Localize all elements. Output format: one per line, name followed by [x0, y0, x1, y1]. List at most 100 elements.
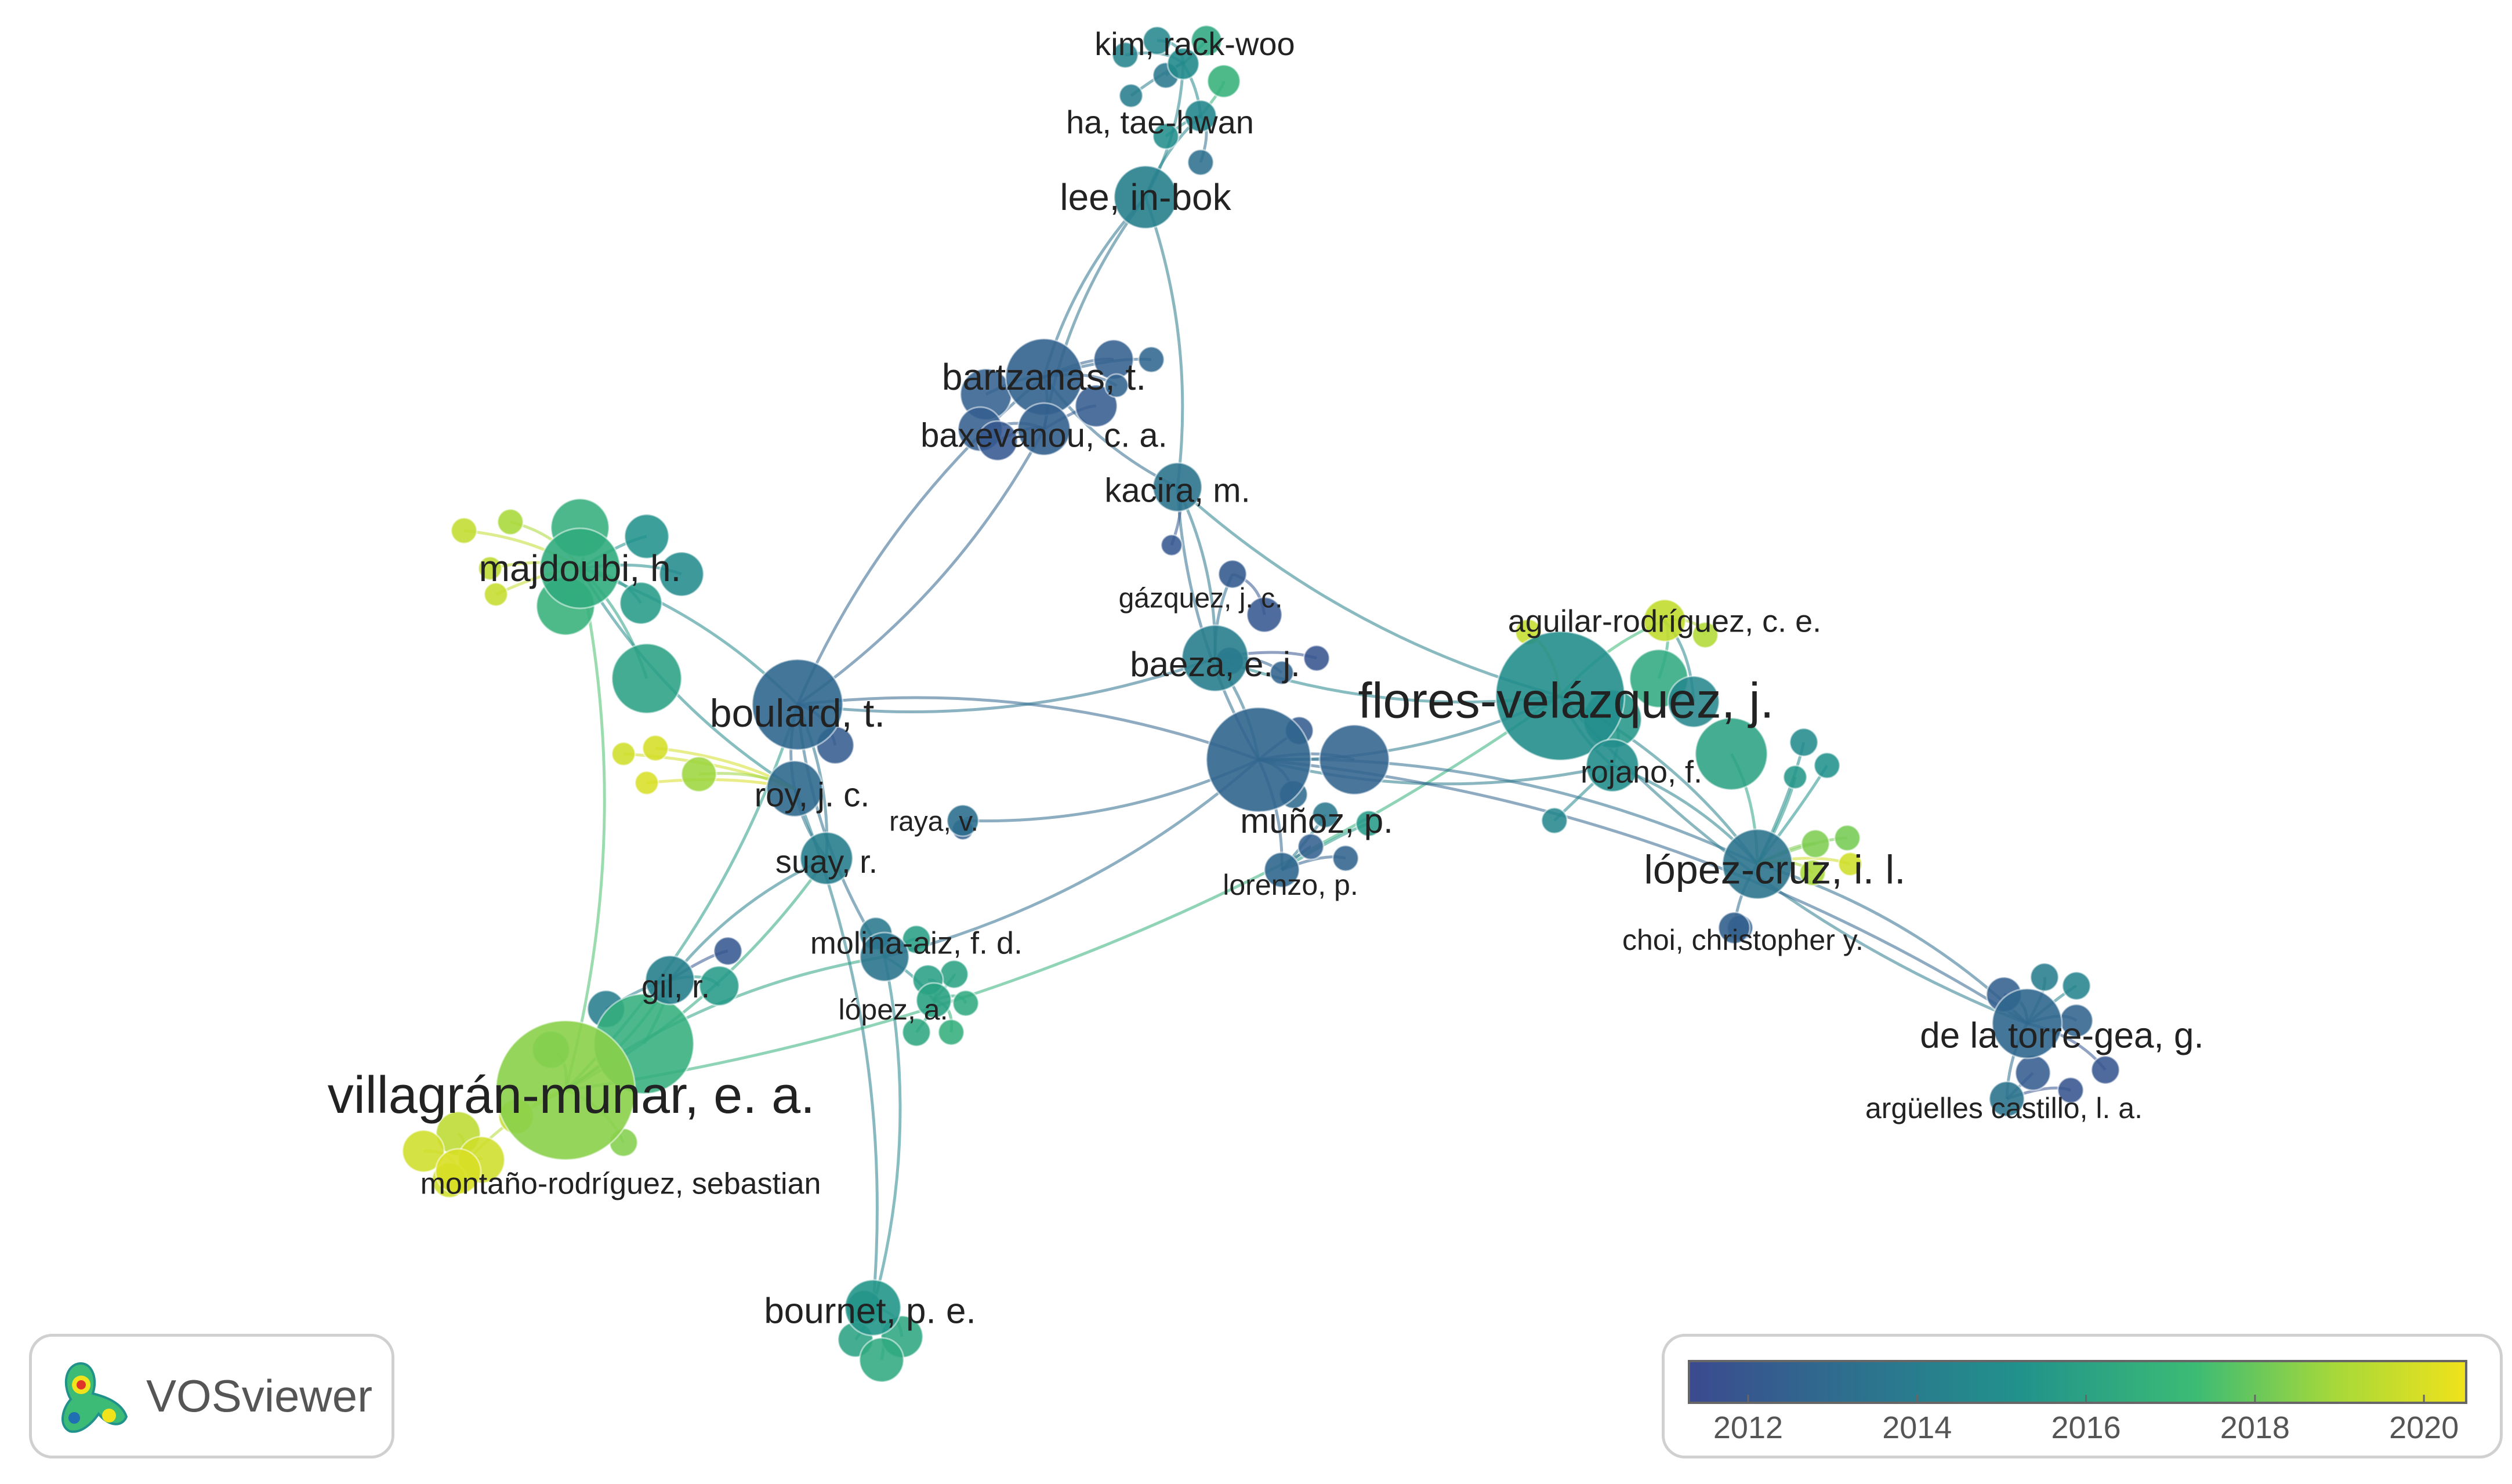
label-raya-v[interactable]: raya, v.	[889, 807, 978, 837]
label-villagran-munar-e-a[interactable]: villagrán-munar, e. a.	[328, 1066, 815, 1124]
label-lopez-cruz-i-l[interactable]: lópez-cruz, i. l.	[1644, 847, 1905, 892]
network-node[interactable]	[658, 551, 705, 597]
network-node[interactable]	[1800, 829, 1830, 859]
network-node[interactable]	[2061, 971, 2091, 1001]
network-node[interactable]	[1667, 675, 1720, 728]
network-node[interactable]	[1311, 801, 1339, 829]
network-node[interactable]	[1332, 844, 1360, 872]
network-node[interactable]	[1691, 621, 1719, 649]
node-baeza-e-j[interactable]	[1181, 624, 1249, 692]
network-node[interactable]	[1187, 148, 1215, 176]
node-munoz-p[interactable]	[1205, 706, 1312, 813]
network-node[interactable]	[713, 936, 743, 966]
label-bournet-p-e[interactable]: bournet, p. e.	[764, 1291, 976, 1331]
label-baeza-e-j[interactable]: baeza, e. j.	[1130, 645, 1300, 684]
network-node[interactable]	[1137, 346, 1165, 373]
network-node[interactable]	[1152, 122, 1180, 150]
network-node[interactable]	[2029, 962, 2060, 992]
network-node[interactable]	[1246, 596, 1283, 633]
label-majdoubi-h[interactable]: majdoubi, h.	[479, 547, 682, 589]
node-lee-in-bok[interactable]	[1113, 165, 1178, 230]
label-aguilar-rodriguez-c-e[interactable]: aguilar-rodríguez, c. e.	[1508, 604, 1821, 638]
network-node[interactable]	[1303, 644, 1331, 672]
label-roy-j-c[interactable]: roy, j. c.	[755, 776, 870, 814]
node-suay-r[interactable]	[799, 831, 854, 886]
node-boulard-t[interactable]	[751, 658, 844, 751]
network-node[interactable]	[477, 556, 503, 581]
network-node[interactable]	[858, 1337, 905, 1383]
network-node[interactable]	[2090, 1055, 2120, 1085]
network-node[interactable]	[1813, 752, 1841, 779]
network-node[interactable]	[1269, 660, 1295, 685]
node-kacira-m[interactable]	[1152, 462, 1203, 513]
network-node[interactable]	[952, 989, 980, 1017]
label-boulard-t[interactable]: boulard, t.	[710, 691, 885, 735]
node-baxevanou-c-a[interactable]	[1017, 402, 1071, 456]
network-node[interactable]	[1694, 717, 1768, 791]
node-raya-v[interactable]	[946, 804, 980, 837]
node-gazquez-j-c[interactable]	[1217, 559, 1248, 589]
label-montano-rodriguez-sebastian[interactable]: montaño-rodríguez, sebastian	[421, 1167, 821, 1201]
network-node[interactable]	[937, 1018, 965, 1046]
network-node[interactable]	[1318, 724, 1390, 796]
label-lorenzo-p[interactable]: lorenzo, p.	[1223, 869, 1358, 901]
network-node[interactable]	[1104, 373, 1129, 398]
label-suay-r[interactable]: suay, r.	[775, 843, 878, 880]
network-node[interactable]	[2014, 1054, 2051, 1091]
node-ha-tae-hwan[interactable]	[1184, 99, 1217, 133]
network-node[interactable]	[1118, 83, 1144, 108]
network-node[interactable]	[641, 734, 669, 762]
node-flores-velazquez-j[interactable]	[1495, 630, 1626, 761]
network-node[interactable]	[483, 582, 509, 607]
network-node[interactable]	[1111, 41, 1139, 69]
network-node[interactable]	[1074, 384, 1118, 428]
network-node[interactable]	[698, 965, 740, 1007]
node-majdoubi-h[interactable]	[539, 527, 621, 609]
node-villagran-munar-e-a[interactable]	[495, 1019, 636, 1161]
node-de-la-torre-gea-g[interactable]	[1991, 988, 2063, 1060]
label-gil-r[interactable]: gil, r.	[641, 968, 710, 1004]
node-gil-r[interactable]	[644, 955, 695, 1006]
network-node[interactable]	[1799, 859, 1826, 887]
network-node[interactable]	[1833, 824, 1861, 852]
label-flores-velazquez-j[interactable]: flores-velázquez, j.	[1358, 673, 1774, 729]
label-baxevanou-c-a[interactable]: baxevanou, c. a.	[920, 416, 1168, 454]
label-choi-christopher-y[interactable]: choi, christopher y.	[1622, 924, 1864, 956]
label-lee-in-bok[interactable]: lee, in-bok	[1060, 176, 1231, 218]
label-de-la-torre-gea-g[interactable]: de la torre-gea, g.	[1920, 1015, 2203, 1055]
network-node[interactable]	[1789, 727, 1819, 757]
label-munoz-p[interactable]: muñoz, p.	[1240, 801, 1393, 840]
node-bournet-p-e[interactable]	[844, 1279, 902, 1337]
label-gazquez-j-c[interactable]: gázquez, j. c.	[1119, 583, 1283, 614]
node-roy-j-c[interactable]	[766, 760, 824, 818]
node-aguilar-rodriguez-c-e[interactable]	[1643, 598, 1687, 643]
network-node[interactable]	[496, 508, 524, 536]
network-node[interactable]	[2057, 1076, 2085, 1104]
label-kacira-m[interactable]: kacira, m.	[1104, 471, 1250, 509]
network-node[interactable]	[1190, 24, 1223, 57]
network-node[interactable]	[450, 517, 478, 545]
node-molina-aiz-f-d[interactable]	[859, 931, 910, 982]
label-lopez-a[interactable]: lópez, a.	[838, 993, 948, 1026]
node-montano-rodriguez-sebastian[interactable]	[434, 1148, 482, 1195]
label-bartzanas-t[interactable]: bartzanas, t.	[942, 356, 1146, 398]
network-node[interactable]	[634, 770, 659, 796]
network-node[interactable]	[624, 513, 670, 560]
network-node[interactable]	[977, 420, 1018, 462]
node-rojano-f[interactable]	[1585, 738, 1640, 793]
network-node[interactable]	[611, 741, 636, 767]
node-lopez-cruz-i-l[interactable]	[1721, 828, 1793, 900]
network-node[interactable]	[1142, 26, 1172, 56]
network-node[interactable]	[611, 643, 683, 714]
network-node[interactable]	[901, 1017, 931, 1047]
network-node[interactable]	[1540, 807, 1568, 834]
node-choi-christopher-y[interactable]	[1717, 911, 1751, 945]
network-node[interactable]	[1160, 534, 1183, 557]
network-node[interactable]	[1297, 833, 1325, 861]
node-kim-rack-woo[interactable]	[1166, 47, 1200, 81]
network-node[interactable]	[619, 581, 663, 625]
label-kim-rack-woo[interactable]: kim, rack-woo	[1094, 26, 1295, 62]
node-lopez-a[interactable]	[915, 982, 952, 1019]
label-ha-tae-hwan[interactable]: ha, tae-hwan	[1066, 104, 1254, 140]
network-node[interactable]	[680, 756, 717, 793]
